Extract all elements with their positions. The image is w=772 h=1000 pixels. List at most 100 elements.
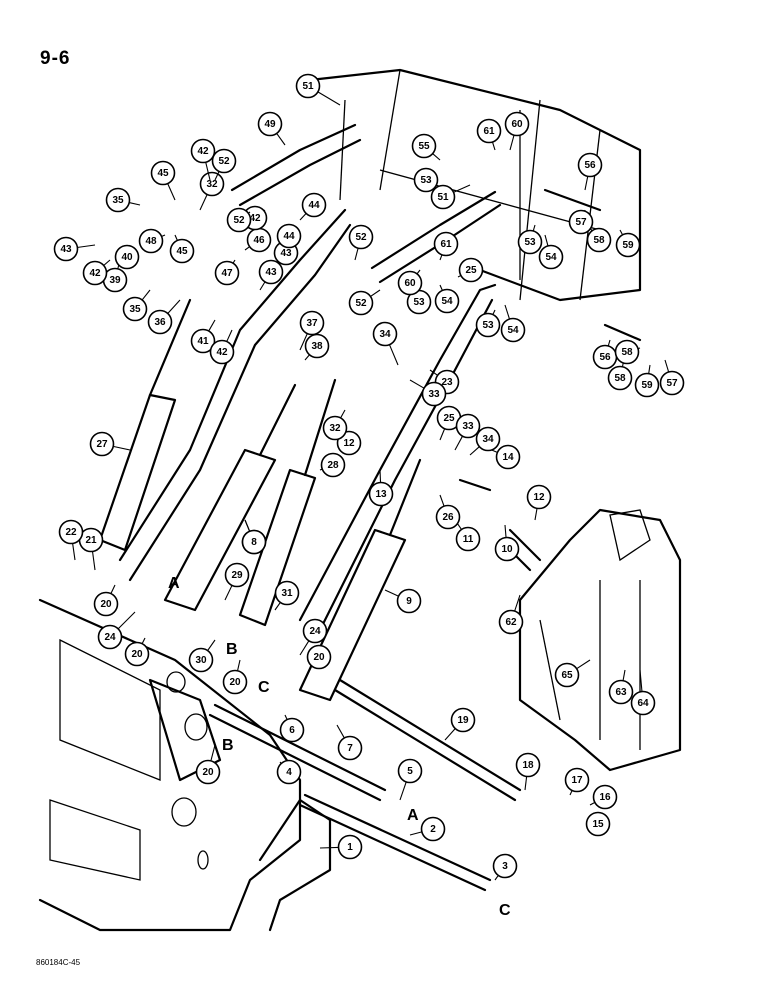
quick-coupler xyxy=(518,508,682,772)
loader-frame xyxy=(38,598,332,932)
callout-62: 62 xyxy=(498,594,524,635)
callout-58-dup: 58 xyxy=(614,339,641,365)
callout-circle xyxy=(455,413,481,439)
callout-number: 18 xyxy=(522,760,534,771)
callout-56-dup: 56 xyxy=(592,339,618,370)
callout-11: 11 xyxy=(454,519,481,552)
callout-54: 54 xyxy=(434,284,460,314)
callout-circle xyxy=(195,759,221,785)
callout-circle xyxy=(517,229,543,255)
callout-circle xyxy=(188,647,214,673)
leader-line xyxy=(492,142,496,151)
callout-number: 30 xyxy=(195,655,207,666)
callout-47: 47 xyxy=(214,259,240,286)
callout-number: 20 xyxy=(100,599,112,610)
callout-number: 20 xyxy=(202,767,214,778)
callout-18: 18 xyxy=(515,752,541,791)
callout-number: 62 xyxy=(505,617,517,628)
callout-circle xyxy=(348,224,374,250)
leader-line xyxy=(384,589,399,597)
callout-number: 20 xyxy=(313,652,325,663)
leader-line xyxy=(205,162,211,181)
leader-line xyxy=(389,344,399,366)
leader-line xyxy=(453,184,471,193)
leader-line xyxy=(336,724,345,738)
callout-number: 3 xyxy=(502,861,508,872)
callout-circle xyxy=(433,231,459,257)
callout-circle xyxy=(150,160,176,186)
callout-29: 29 xyxy=(224,562,250,601)
callout-43-dup: 43 xyxy=(258,259,284,291)
leader-line xyxy=(77,244,96,248)
callout-circle xyxy=(430,184,456,210)
leader-line xyxy=(432,153,441,161)
callout-10: 10 xyxy=(494,524,520,562)
callout-number: 61 xyxy=(440,239,452,250)
leader-line xyxy=(72,543,76,561)
callout-circle xyxy=(413,167,439,193)
leader-line xyxy=(141,637,146,644)
callout-32-dup: 32 xyxy=(322,409,348,441)
callout-number: 24 xyxy=(309,626,321,637)
leader-line xyxy=(224,585,233,601)
callout-circle xyxy=(515,752,541,778)
callout-number: 20 xyxy=(229,677,241,688)
callout-circle xyxy=(199,171,225,197)
callout-number: 6 xyxy=(289,725,295,736)
callout-number: 31 xyxy=(281,588,293,599)
callout-24: 24 xyxy=(97,611,136,650)
callout-number: 11 xyxy=(463,534,474,545)
callout-number: 24 xyxy=(104,632,116,643)
ref-letter-a: A xyxy=(168,575,180,592)
callout-number: 27 xyxy=(96,439,108,450)
leader-line xyxy=(439,428,445,441)
callout-circle xyxy=(138,228,164,254)
callout-1: 1 xyxy=(319,834,363,860)
callout-36: 36 xyxy=(147,299,181,335)
callout-circle xyxy=(397,270,423,296)
callout-58-dup: 58 xyxy=(586,227,612,253)
callout-circle xyxy=(634,372,660,398)
callout-number: 54 xyxy=(507,325,519,336)
callout-number: 38 xyxy=(311,341,323,352)
leader-line xyxy=(113,445,131,451)
callout-circle xyxy=(224,562,250,588)
leader-line xyxy=(319,468,322,471)
callout-circle xyxy=(526,484,552,510)
leader-line xyxy=(439,255,443,261)
callout-46: 46 xyxy=(244,227,272,253)
callout-54-dup: 54 xyxy=(538,234,564,270)
callout-56: 56 xyxy=(577,152,603,191)
callout-number: 52 xyxy=(355,298,367,309)
callout-19: 19 xyxy=(444,707,476,741)
callout-45: 45 xyxy=(150,160,176,201)
leader-line xyxy=(167,183,176,201)
callout-number: 34 xyxy=(482,434,494,445)
callout-number: 54 xyxy=(545,252,557,263)
callout-number: 33 xyxy=(428,389,440,400)
callout-14: 14 xyxy=(479,444,521,470)
callout-number: 7 xyxy=(347,743,353,754)
callout-number: 45 xyxy=(176,246,188,257)
leader-line xyxy=(619,229,623,235)
callout-21: 21 xyxy=(78,527,104,571)
callout-number: 53 xyxy=(413,297,425,308)
callout-number: 58 xyxy=(614,373,626,384)
callout-circle xyxy=(279,717,305,743)
callout-circle xyxy=(568,209,594,235)
leader-line xyxy=(429,369,438,376)
callout-22: 22 xyxy=(58,519,84,561)
callout-number: 65 xyxy=(561,670,573,681)
leader-line xyxy=(244,246,250,251)
callout-42-dup: 42 xyxy=(209,329,235,365)
leader-line xyxy=(118,611,136,629)
leader-line xyxy=(299,333,308,351)
callout-number: 2 xyxy=(430,824,436,835)
callout-53: 53 xyxy=(413,167,441,196)
callout-34: 34 xyxy=(372,321,399,366)
callout-circle xyxy=(475,426,501,452)
callout-circle xyxy=(564,767,590,793)
callout-circle xyxy=(336,430,362,456)
callout-61: 61 xyxy=(476,118,502,151)
callout-17: 17 xyxy=(564,767,590,796)
